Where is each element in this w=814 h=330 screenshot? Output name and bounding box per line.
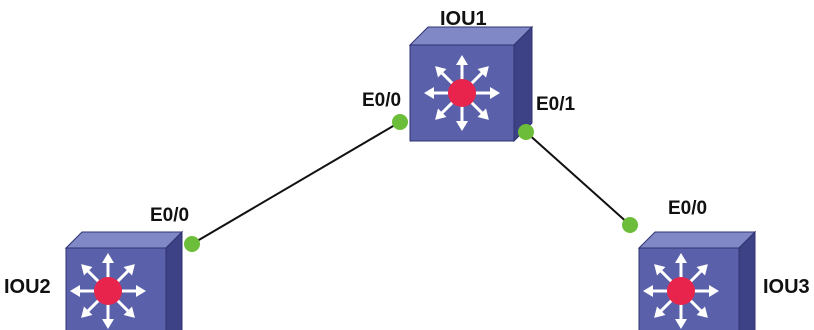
port-label-iou2-e0-0: E0/0	[150, 205, 189, 226]
link-iou1-iou3[interactable]	[525, 131, 631, 226]
layer3-switch-icon	[641, 251, 721, 330]
port-dot-iou3-e0-0[interactable]	[622, 217, 638, 233]
center-dot	[94, 277, 122, 305]
port-label-iou1-e0-0: E0/0	[362, 90, 401, 111]
port-dot-iou2-e0-0[interactable]	[184, 236, 200, 252]
port-label-iou1-e0-1: E0/1	[536, 94, 576, 115]
port-dot-iou1-e0-0[interactable]	[392, 114, 408, 130]
switch-top-face	[64, 231, 184, 249]
switch-iou1[interactable]	[408, 25, 534, 143]
switch-iou2[interactable]	[64, 230, 184, 330]
device-label-iou3: IOU3	[763, 276, 810, 298]
switch-iou3[interactable]	[637, 230, 757, 330]
link-line	[191, 121, 401, 245]
switch-side-face	[513, 25, 533, 143]
layer3-switch-icon	[422, 53, 502, 133]
center-dot	[667, 277, 695, 305]
center-dot	[448, 79, 476, 107]
switch-side-face	[165, 230, 183, 330]
link-line	[525, 131, 631, 226]
switch-top-face	[637, 231, 757, 249]
port-label-iou3-e0-0: E0/0	[668, 198, 707, 219]
link-iou1-iou2[interactable]	[191, 121, 401, 245]
device-label-iou1: IOU1	[440, 8, 487, 30]
switch-side-face	[738, 230, 756, 330]
device-label-iou2: IOU2	[4, 276, 51, 298]
port-dot-iou1-e0-1[interactable]	[518, 124, 534, 140]
layer3-switch-icon	[68, 251, 148, 330]
